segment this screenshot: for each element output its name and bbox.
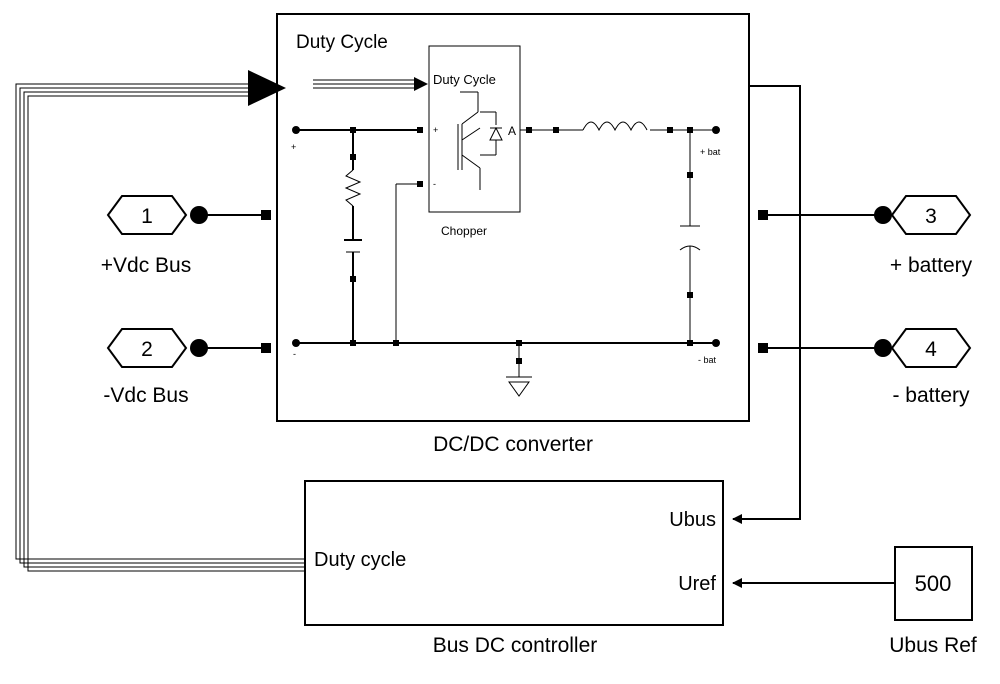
inport-1[interactable]: 1 xyxy=(106,195,188,235)
converter-pos-bat: + bat xyxy=(700,147,721,157)
controller-ubus-label: Ubus xyxy=(669,509,716,531)
svg-text:500: 500 xyxy=(915,571,952,596)
converter-neg-bat: - bat xyxy=(698,355,717,365)
outport-3[interactable]: 3 xyxy=(890,195,972,235)
outport-4-dot xyxy=(874,339,892,357)
outport-4[interactable]: 4 xyxy=(890,328,972,368)
ubus-measure-wire xyxy=(732,85,801,524)
outport-3-dot xyxy=(874,206,892,224)
chopper-label: Chopper xyxy=(441,224,487,238)
chopper-plus-text: + xyxy=(433,125,438,135)
junction-dots xyxy=(292,126,720,364)
converter-port-in2[interactable] xyxy=(261,343,271,353)
converter-port-out4[interactable] xyxy=(758,343,768,353)
chopper-minus-text: - xyxy=(433,179,436,189)
resistor-icon xyxy=(344,130,362,343)
converter-minus-mark: - xyxy=(293,349,296,359)
chopper-a-text: A xyxy=(508,124,516,138)
outport-3-label: + battery xyxy=(890,254,973,277)
inport-2-label: -Vdc Bus xyxy=(103,384,188,407)
ground-icon xyxy=(506,376,532,397)
outport-4-label: - battery xyxy=(892,384,970,407)
converter-duty-label: Duty Cycle xyxy=(296,32,388,53)
chopper-block[interactable] xyxy=(428,45,521,213)
controller-title: Bus DC controller xyxy=(433,634,598,657)
converter-title: DC/DC converter xyxy=(433,433,593,456)
top-rail-wire xyxy=(296,129,716,343)
converter-plus-mark: + xyxy=(291,142,296,152)
inductor-icon xyxy=(582,121,648,132)
svg-text:3: 3 xyxy=(925,205,937,228)
duty-cycle-bus xyxy=(15,70,305,572)
chopper-duty-text: Duty Cycle xyxy=(433,72,496,87)
internal-duty-bus xyxy=(313,77,428,91)
ubus-ref-label: Ubus Ref xyxy=(889,634,977,657)
controller-output-label: Duty cycle xyxy=(314,549,406,571)
inport-2[interactable]: 2 xyxy=(106,328,188,368)
igbt-diode-icon xyxy=(457,91,503,190)
converter-port-in1[interactable] xyxy=(261,210,271,220)
controller-uref-label: Uref xyxy=(678,573,716,595)
inport-1-label: +Vdc Bus xyxy=(101,254,191,277)
converter-port-out3[interactable] xyxy=(758,210,768,220)
svg-text:1: 1 xyxy=(141,205,153,228)
ubus-ref-constant[interactable]: 500 xyxy=(894,546,973,621)
svg-text:2: 2 xyxy=(141,338,153,361)
bus-dc-controller-block[interactable] xyxy=(304,480,724,626)
svg-text:4: 4 xyxy=(925,338,937,361)
dcdc-converter-block[interactable] xyxy=(276,13,750,422)
